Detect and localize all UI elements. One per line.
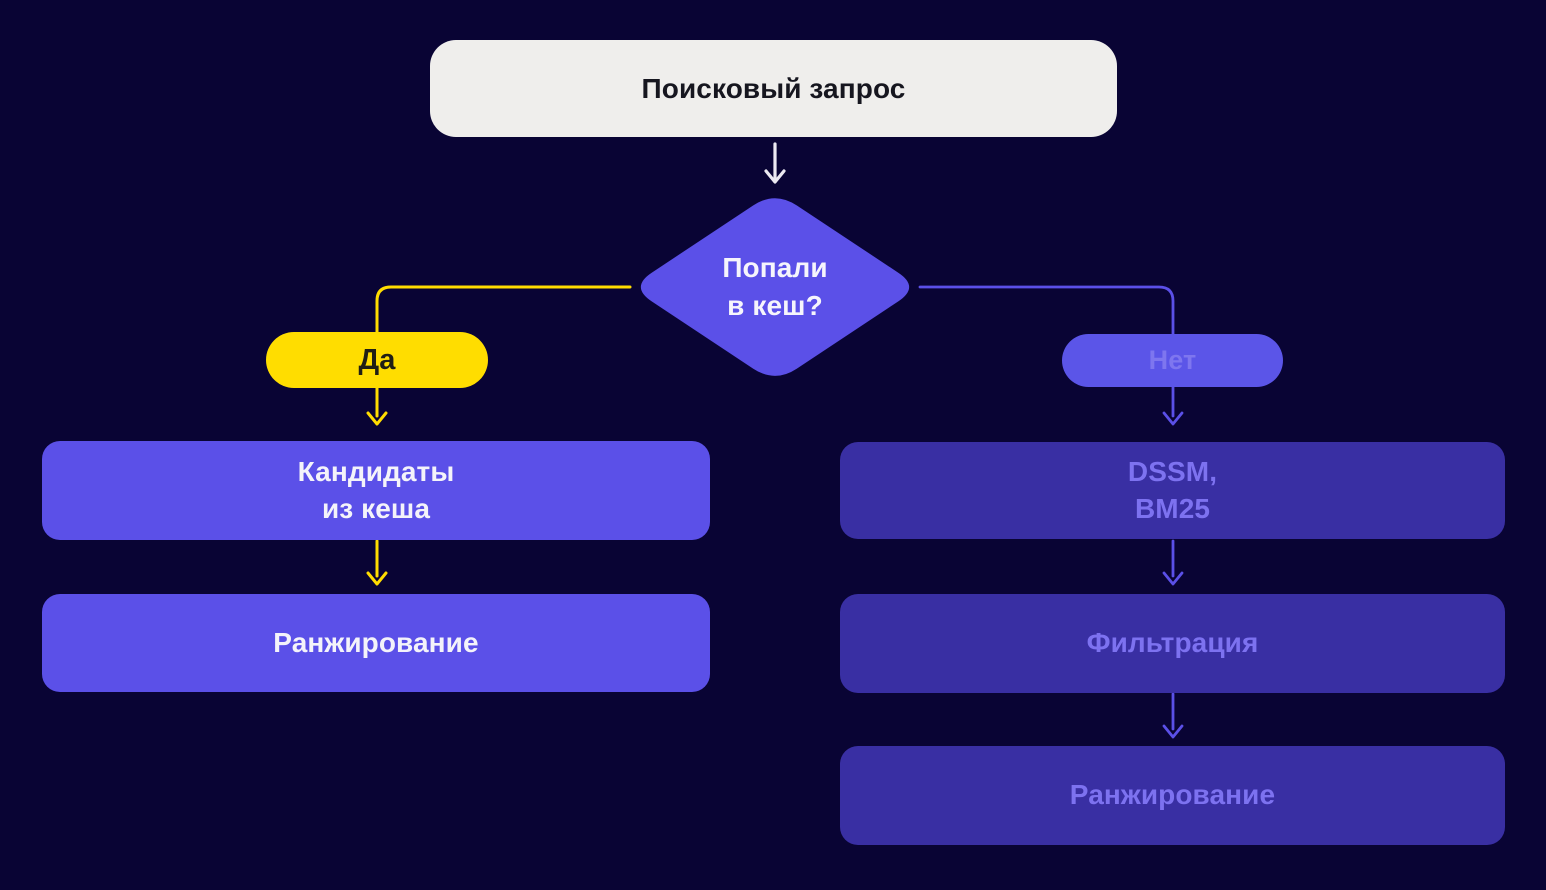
decision-diamond-shape xyxy=(640,198,910,376)
arrow-down-filtering-to-ranking-icon xyxy=(1162,692,1184,739)
no-pill: Нет xyxy=(1062,334,1283,387)
ranking-right-node: Ранжирование xyxy=(840,746,1505,845)
yes-pill: Да xyxy=(266,332,488,388)
query-node-label: Поисковый запрос xyxy=(641,72,906,104)
connector-no-branch xyxy=(918,285,1184,426)
filtering-label: Фильтрация xyxy=(1086,627,1259,659)
cache-candidates-node: Кандидаты из кеша xyxy=(42,441,710,540)
yes-pill-label: Да xyxy=(358,343,396,376)
ranking-left-label: Ранжирование xyxy=(273,626,479,658)
dssm-label: DSSM, BM25 xyxy=(1127,456,1218,524)
connector-yes-branch xyxy=(366,285,632,426)
decision-node-label: Попали в кеш? xyxy=(722,252,828,321)
query-node: Поисковый запрос xyxy=(430,40,1117,137)
decision-node: Попали в кеш? xyxy=(630,191,920,383)
no-pill-label: Нет xyxy=(1148,345,1197,375)
ranking-right-label: Ранжирование xyxy=(1069,779,1276,811)
arrow-down-query-to-decision-icon xyxy=(764,142,786,184)
cache-candidates-label: Кандидаты из кеша xyxy=(297,456,455,524)
arrow-down-candidates-to-ranking-icon xyxy=(366,539,388,586)
arrow-down-dssm-to-filtering-icon xyxy=(1162,539,1184,586)
dssm-node: DSSM, BM25 xyxy=(840,442,1505,539)
ranking-left-node: Ранжирование xyxy=(42,594,710,692)
filtering-node: Фильтрация xyxy=(840,594,1505,693)
